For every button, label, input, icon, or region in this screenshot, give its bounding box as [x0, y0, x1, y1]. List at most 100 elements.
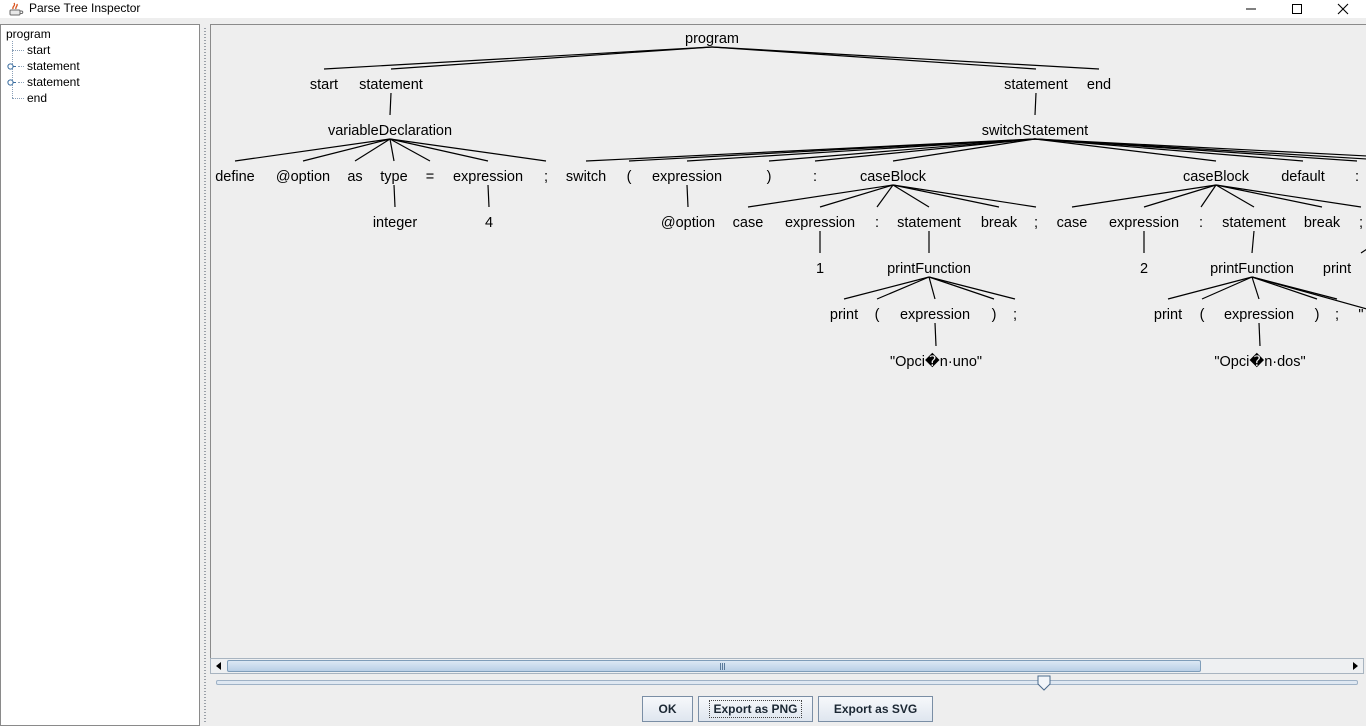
close-button[interactable] — [1320, 0, 1366, 18]
tree-connector — [12, 41, 13, 98]
tree-edge — [393, 184, 396, 208]
tree-edge — [928, 276, 995, 300]
tree-node-expression-3: expression — [785, 215, 855, 231]
tree-node-semicolon-1: ; — [544, 169, 548, 185]
tree-edge — [389, 138, 547, 162]
tree-node-type: type — [380, 169, 407, 185]
expand-handle-icon[interactable] — [7, 62, 16, 71]
tree-node-number-2: 2 — [1140, 261, 1148, 277]
tree-node-statement-2: statement — [1004, 77, 1068, 93]
tree-edge — [1251, 276, 1260, 300]
window-title: Parse Tree Inspector — [29, 1, 141, 15]
tree-edge — [1215, 184, 1323, 208]
tree-node-expression-5: expression — [900, 307, 970, 323]
tree-node-case-1: case — [733, 215, 764, 231]
tree-node-string-2: "Opci�n·dos" — [1214, 352, 1305, 370]
tree-edge — [389, 92, 392, 116]
parse-tree-canvas[interactable]: program start statement statement end variabl… — [210, 24, 1366, 658]
tree-node-statement-1: statement — [359, 77, 423, 93]
tree-node-start: start — [310, 77, 338, 93]
horizontal-scrollbar[interactable] — [210, 658, 1364, 674]
export-svg-button[interactable]: Export as SVG — [818, 696, 933, 722]
scroll-right-arrow-icon[interactable] — [1347, 659, 1363, 673]
scroll-left-arrow-icon[interactable] — [211, 659, 227, 673]
tree-node-statement[interactable]: statement — [27, 75, 80, 89]
tree-node-option-2: @option — [661, 215, 715, 231]
tree-outline-panel[interactable]: program start statement statement end — [0, 24, 200, 726]
expand-handle-icon[interactable] — [7, 78, 16, 87]
tree-node-caseBlock-2: caseBlock — [1183, 169, 1250, 185]
slider-track — [216, 680, 1358, 685]
tree-edge — [892, 184, 930, 208]
tree-edge — [892, 138, 1036, 162]
tree-node-printFunction-2: printFunction — [1210, 261, 1294, 277]
tree-edge — [876, 276, 930, 300]
tree-edge — [934, 322, 937, 347]
minimize-icon — [1246, 8, 1256, 10]
tree-node-break-1: break — [981, 215, 1018, 231]
tree-node-case-2: case — [1057, 215, 1088, 231]
export-png-button[interactable]: Export as PNG — [698, 696, 813, 722]
tree-node-start[interactable]: start — [27, 43, 51, 57]
tree-edge — [928, 276, 936, 300]
minimize-button[interactable] — [1228, 0, 1274, 18]
tree-edge — [389, 138, 489, 162]
tree-edge — [843, 276, 930, 300]
tree-edge — [1215, 184, 1255, 208]
maximize-button[interactable] — [1274, 0, 1320, 18]
tree-node-quote-partial: " — [1358, 307, 1363, 323]
tree-edge — [1143, 184, 1217, 208]
tree-edge — [1251, 276, 1318, 300]
tree-edge — [487, 184, 490, 208]
tree-node-end[interactable]: end — [27, 91, 48, 105]
tree-node-number-4: 4 — [485, 215, 493, 231]
tree-edge — [1200, 184, 1217, 208]
tree-node-define: define — [215, 169, 255, 185]
tree-node-colon-default: : — [1355, 169, 1359, 185]
tree-edge — [1251, 276, 1366, 310]
title-bar: Parse Tree Inspector — [0, 0, 1366, 18]
tree-node-colon-1: : — [813, 169, 817, 185]
scrollbar-thumb[interactable] — [227, 660, 1201, 672]
tree-edge — [1071, 184, 1217, 208]
tree-edge — [1258, 322, 1261, 347]
tree-node-statement-4: statement — [1222, 215, 1286, 231]
tree-node-equals: = — [426, 169, 434, 185]
tree-node-semicolon-5: ; — [1335, 307, 1339, 323]
tree-node-program: program — [685, 31, 739, 47]
zoom-slider[interactable] — [216, 674, 1358, 692]
tree-node-rparen-2: ) — [992, 307, 997, 323]
tree-edge — [814, 138, 1036, 162]
tree-edge — [1167, 276, 1253, 300]
ok-button[interactable]: OK — [642, 696, 693, 722]
tree-node-expression-2: expression — [652, 169, 722, 185]
tree-node-colon-3: : — [1199, 215, 1203, 231]
split-pane-divider[interactable] — [201, 24, 209, 726]
tree-edge — [686, 138, 1036, 162]
tree-edge — [1251, 230, 1255, 254]
tree-node-program[interactable]: program — [6, 27, 51, 41]
divider-grip — [204, 28, 206, 722]
ok-button-label: OK — [658, 702, 677, 716]
tree-edge — [302, 138, 391, 162]
tree-edge — [1034, 138, 1217, 162]
tree-node-statement[interactable]: statement — [27, 59, 80, 73]
maximize-icon — [1292, 4, 1302, 14]
tree-node-end: end — [1087, 77, 1111, 93]
tree-node-colon-2: : — [875, 215, 879, 231]
tree-node-lparen-2: ( — [875, 307, 880, 323]
slider-thumb[interactable] — [1037, 675, 1051, 691]
tree-connector — [18, 66, 24, 67]
tree-node-statement-3: statement — [897, 215, 961, 231]
tree-edge — [628, 138, 1036, 162]
tree-edge — [892, 184, 1000, 208]
tree-edge — [390, 46, 713, 70]
tree-node-semicolon-4: ; — [1013, 307, 1017, 323]
tree-node-semicolon-2: ; — [1034, 215, 1038, 231]
close-icon — [1337, 3, 1349, 15]
tree-node-rparen-1: ) — [767, 169, 772, 185]
tree-node-variableDeclaration: variableDeclaration — [328, 123, 452, 139]
tree-edge — [892, 184, 1037, 208]
tree-connector — [12, 98, 24, 99]
tree-edge — [768, 138, 1036, 162]
